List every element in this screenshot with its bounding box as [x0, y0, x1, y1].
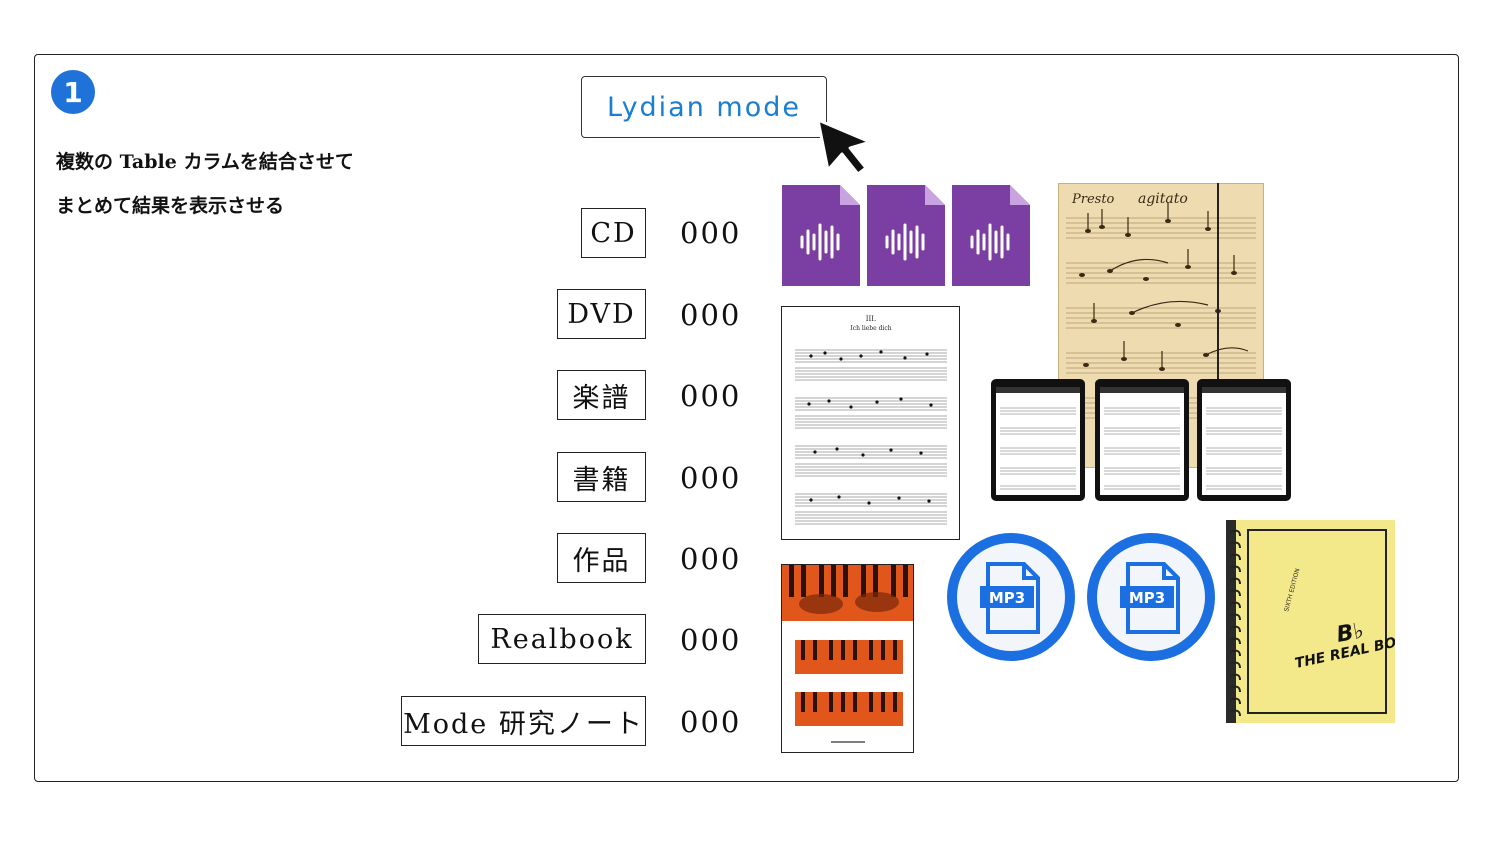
- category-works-count: 000: [680, 542, 742, 576]
- tablet-score-preview: [1197, 379, 1291, 501]
- category-books-count: 000: [680, 461, 742, 495]
- category-cd-count: 000: [680, 216, 742, 250]
- mp3-file-icon: MP3: [1087, 533, 1215, 661]
- category-dvd-label[interactable]: DVD: [557, 289, 646, 339]
- description-line-2: まとめて結果を表示させる: [56, 195, 285, 217]
- sheet-music-subtitle: Ich liebe dich: [850, 325, 891, 332]
- category-realbook-count: 000: [680, 623, 742, 657]
- svg-text:Presto: Presto: [1071, 192, 1115, 207]
- audio-file-icon: [867, 185, 945, 286]
- piano-keyboard-page-image: [781, 564, 914, 753]
- category-mode-notes-count: 000: [680, 705, 742, 739]
- category-score-count: 000: [680, 379, 742, 413]
- svg-text:agitato: agitato: [1138, 191, 1188, 207]
- sheet-music-title: III.: [866, 315, 877, 323]
- audio-file-icon: [952, 185, 1030, 286]
- audio-file-icon: [782, 185, 860, 286]
- mp3-label: MP3: [989, 589, 1025, 607]
- content-frame: [34, 54, 1459, 782]
- realbook-key: B♭: [1335, 619, 1366, 648]
- category-books-label[interactable]: 書籍: [557, 452, 646, 502]
- mp3-file-icon: MP3: [947, 533, 1075, 661]
- lydian-mode-button[interactable]: Lydian mode: [581, 76, 827, 138]
- sheet-music-page-image: III. Ich liebe dich: [781, 306, 960, 540]
- category-realbook-label[interactable]: Realbook: [478, 614, 646, 664]
- tablet-score-preview: [991, 379, 1085, 501]
- description-line-1: 複数の Table カラムを結合させて: [56, 151, 354, 173]
- tablet-score-preview: [1095, 379, 1189, 501]
- realbook-cover-image: SIXTH EDITION B♭ THE REAL BOOK: [1226, 520, 1395, 723]
- category-cd-label[interactable]: CD: [581, 208, 646, 258]
- mp3-label: MP3: [1129, 589, 1165, 607]
- step-number-badge: 1: [51, 70, 95, 114]
- category-mode-notes-label[interactable]: Mode 研究ノート: [401, 696, 646, 746]
- category-score-label[interactable]: 楽譜: [557, 370, 646, 420]
- mouse-pointer-icon: [816, 118, 872, 176]
- category-works-label[interactable]: 作品: [557, 533, 646, 583]
- category-dvd-count: 000: [680, 298, 742, 332]
